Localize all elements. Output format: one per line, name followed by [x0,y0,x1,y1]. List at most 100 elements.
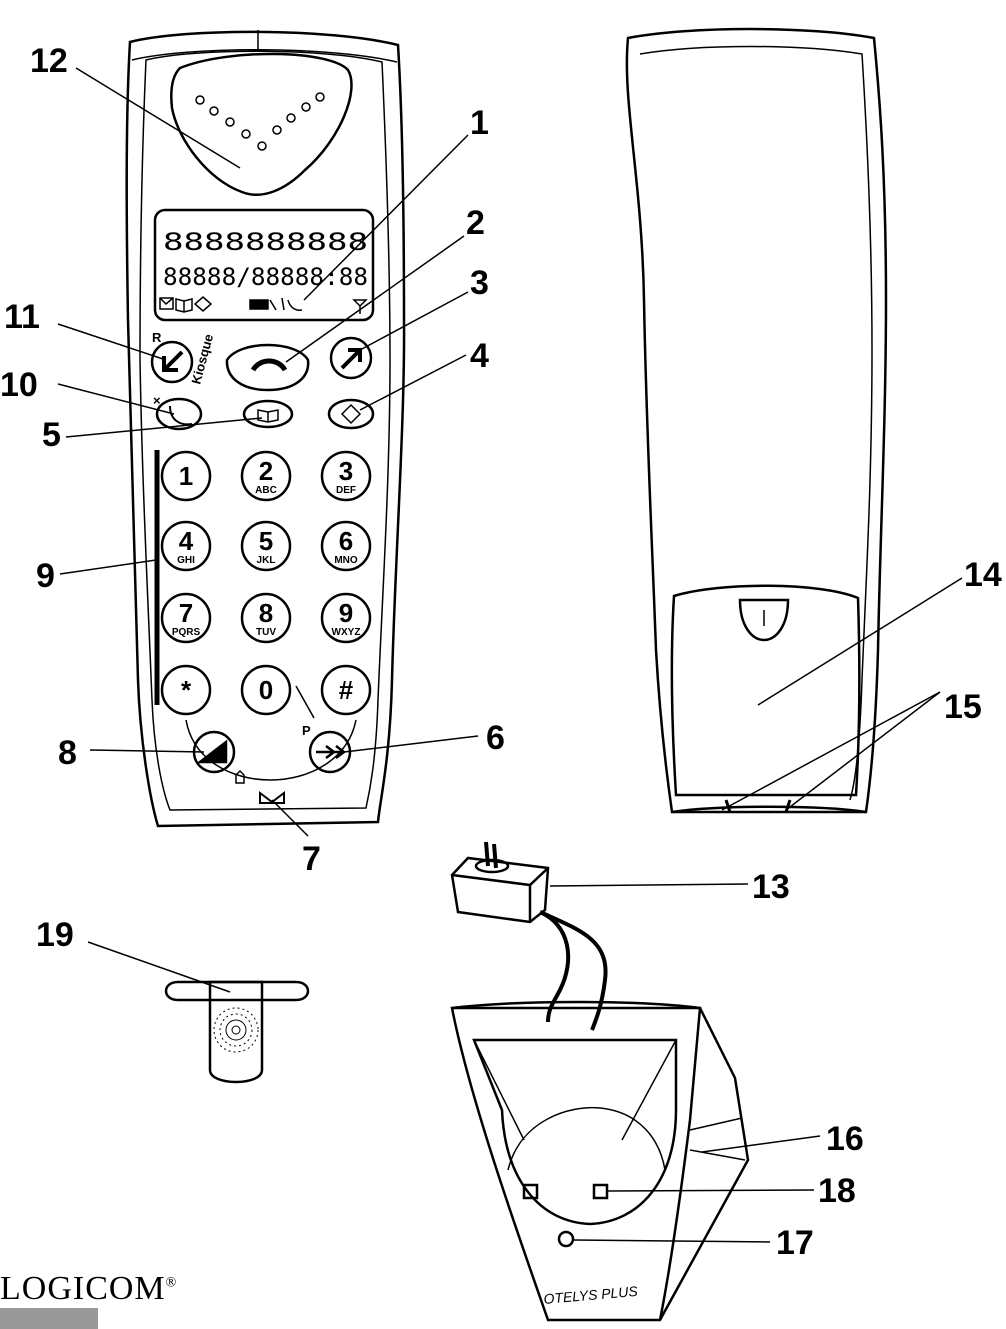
indicator-led [557,1230,575,1248]
leader-5 [65,417,263,438]
battery-cover [670,584,861,797]
adapter-edge [451,867,549,922]
right-arrow-button[interactable] [329,336,373,380]
keypad-key-outline [160,592,212,644]
lcd-status-icons [159,296,368,314]
power-adapter [450,841,608,1031]
base-outline [450,1000,750,1322]
hookswitch-button[interactable] [225,343,310,392]
keypad-letters: WXYZ [332,627,361,638]
keypad-letters: PQRS [172,627,201,638]
callout-13: 13 [752,868,790,906]
keypad-key-outline [240,592,292,644]
base-front-face [452,1006,702,1321]
leader-lines [57,67,963,1243]
base-side-lines [689,1007,746,1161]
phonebook-button[interactable] [242,399,294,429]
callout-10: 10 [0,366,38,404]
leader-9 [59,559,157,575]
cradle-dome [507,1106,666,1171]
brand-mark: ® [165,1275,178,1291]
keypad-digit: 0 [259,675,273,705]
callout-16: 16 [826,1120,864,1158]
keypad-letters: ABC [255,485,277,496]
back-outline [625,27,888,814]
keypad-digit: 6 [339,526,353,556]
calls-list-button[interactable] [155,397,203,431]
keypad-digit: 4 [179,526,194,556]
call-log-icon [169,405,193,426]
lower-arc [185,719,357,781]
adapter-plug-base [474,858,510,874]
callout-19: 19 [36,916,74,954]
envelope-icon [159,297,174,310]
keypad-letters: DEF [336,485,356,496]
lcd-row-1: 8888888888 [163,228,368,256]
keypad-key[interactable]: 1 [160,450,212,502]
base-brand-label: OTELYS PLUS [543,1283,639,1307]
handset-front [125,30,406,828]
adapter-plug-pins [484,841,498,869]
battery-icon [249,299,269,310]
envelope-flap [159,297,174,306]
keypad-digit: * [181,675,192,705]
keypad-key-outline [240,450,292,502]
cradle-v [473,1039,677,1141]
keypad-letters: GHI [177,555,195,566]
arrow-up-right-icon [340,348,362,370]
keypad-letters: MNO [334,555,358,566]
p-key-label: P [302,723,311,738]
back-inner-edge [639,45,873,801]
callout-14: 14 [964,556,1002,594]
book-icon [257,409,279,423]
callout-8: 8 [58,734,77,772]
leader-19 [87,941,231,993]
leader-10 [57,383,175,415]
page-tab [0,1308,98,1329]
leader-3 [359,291,469,351]
callout-1: 1 [470,104,489,142]
leader-18 [606,1189,815,1192]
lcd-row-2: 88888/88888:88 [163,263,368,291]
clip-bar [164,980,310,1002]
keypad-digit: 7 [179,598,193,628]
charging-base [450,1000,750,1322]
keypad-digit: 9 [339,598,353,628]
keypad-digit: 1 [179,461,193,491]
leader-11 [57,323,167,361]
callout-18: 18 [818,1172,856,1210]
leader-13 [549,883,749,887]
left-arrow-button[interactable] [150,340,194,384]
callout-17: 17 [776,1224,814,1262]
phone-handset-icon [250,358,288,372]
keypad-key[interactable]: # [320,664,372,716]
ringer-bell-icon [235,769,245,784]
keypad-key-outline [160,520,212,572]
handset-outline [125,30,406,828]
clip-tongue [208,980,264,1084]
handset-back [625,27,888,814]
belt-clip [164,980,310,1084]
callout-3: 3 [470,264,489,302]
callout-5: 5 [42,416,61,454]
leader-8 [89,749,205,753]
speaker-grille [213,1007,259,1053]
keypad-key[interactable]: * [160,664,212,716]
leader-17 [573,1239,771,1243]
keypad-key-outline [320,664,372,716]
leader-4 [359,354,467,411]
keypad-key[interactable]: 0 [240,664,292,716]
keypad-key-outline [320,450,372,502]
menu-button[interactable] [327,398,375,430]
keypad-digit: # [339,675,354,705]
